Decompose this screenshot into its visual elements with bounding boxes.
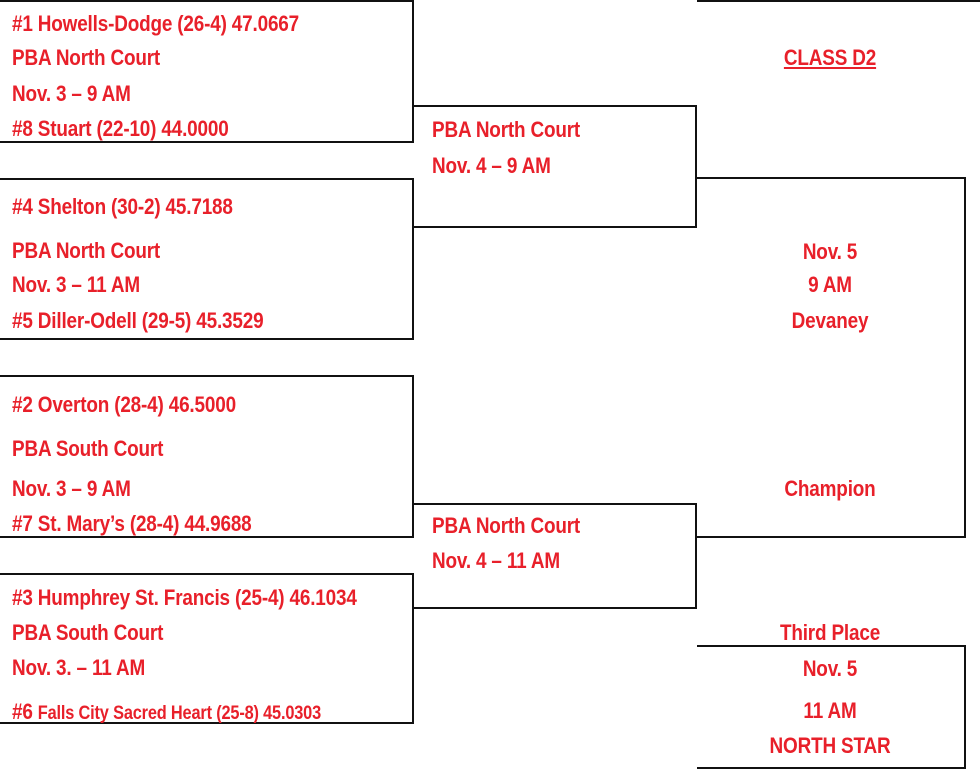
- team-bottom: #5 Diller-Odell (29-5) 45.3529: [12, 308, 264, 333]
- bracket-line: [697, 0, 980, 2]
- team-name: Falls City Sacred Heart (25-8) 45.0303: [37, 703, 322, 724]
- team-bottom: #6 Falls City Sacred Heart (25-8) 45.030…: [12, 699, 321, 727]
- bracket-line: [0, 0, 414, 2]
- final-venue: Devaney: [791, 308, 869, 333]
- bracket-line: [0, 536, 414, 538]
- bracket-line: [697, 536, 966, 538]
- game-venue: PBA South Court: [12, 436, 164, 461]
- bracket-line: [0, 141, 414, 143]
- third-place-time: 11 AM: [803, 698, 857, 723]
- bracket-title: CLASS D2: [783, 45, 877, 70]
- bracket-line: [697, 767, 966, 769]
- game-venue: PBA North Court: [12, 238, 161, 263]
- bracket-line: [0, 178, 414, 180]
- game-time: Nov. 3 – 9 AM: [12, 81, 131, 106]
- semifinal-time: Nov. 4 – 9 AM: [432, 153, 551, 178]
- team-seed: #6: [12, 699, 33, 724]
- bracket-line: [414, 105, 697, 107]
- bracket-line: [414, 226, 697, 228]
- bracket-line: [412, 573, 414, 724]
- bracket-line: [695, 503, 697, 609]
- bracket-line: [964, 177, 966, 538]
- bracket-line: [0, 375, 414, 377]
- bracket-line: [964, 645, 966, 769]
- game-time: Nov. 3 – 9 AM: [12, 476, 131, 501]
- game-venue: PBA North Court: [12, 45, 161, 70]
- team-bottom: #7 St. Mary’s (28-4) 44.9688: [12, 511, 252, 536]
- team-top: #1 Howells-Dodge (26-4) 47.0667: [12, 11, 299, 36]
- final-time: 9 AM: [808, 272, 852, 297]
- bracket-line: [0, 338, 414, 340]
- bracket-line: [414, 503, 697, 505]
- game-time: Nov. 3 – 11 AM: [12, 272, 140, 297]
- bracket-line: [414, 607, 697, 609]
- semifinal-time: Nov. 4 – 11 AM: [432, 548, 560, 573]
- third-place-label: Third Place: [779, 620, 881, 645]
- team-bottom: #8 Stuart (22-10) 44.0000: [12, 116, 229, 141]
- bracket-line: [697, 177, 966, 179]
- team-top: #2 Overton (28-4) 46.5000: [12, 392, 236, 417]
- team-top: #4 Shelton (30-2) 45.7188: [12, 194, 233, 219]
- bracket-line: [412, 178, 414, 340]
- third-place-venue: NORTH STAR: [769, 733, 891, 758]
- bracket-line: [695, 105, 697, 228]
- third-place-date: Nov. 5: [802, 656, 858, 681]
- team-top: #3 Humphrey St. Francis (25-4) 46.1034: [12, 585, 357, 610]
- semifinal-venue: PBA North Court: [432, 117, 581, 142]
- bracket-line: [0, 573, 414, 575]
- bracket-line: [412, 375, 414, 538]
- game-venue: PBA South Court: [12, 620, 164, 645]
- game-time: Nov. 3. – 11 AM: [12, 655, 146, 680]
- final-date: Nov. 5: [802, 239, 858, 264]
- semifinal-venue: PBA North Court: [432, 513, 581, 538]
- bracket-line: [412, 0, 414, 143]
- bracket-line: [0, 722, 414, 724]
- champion-label: Champion: [784, 476, 876, 501]
- bracket-line: [697, 645, 966, 647]
